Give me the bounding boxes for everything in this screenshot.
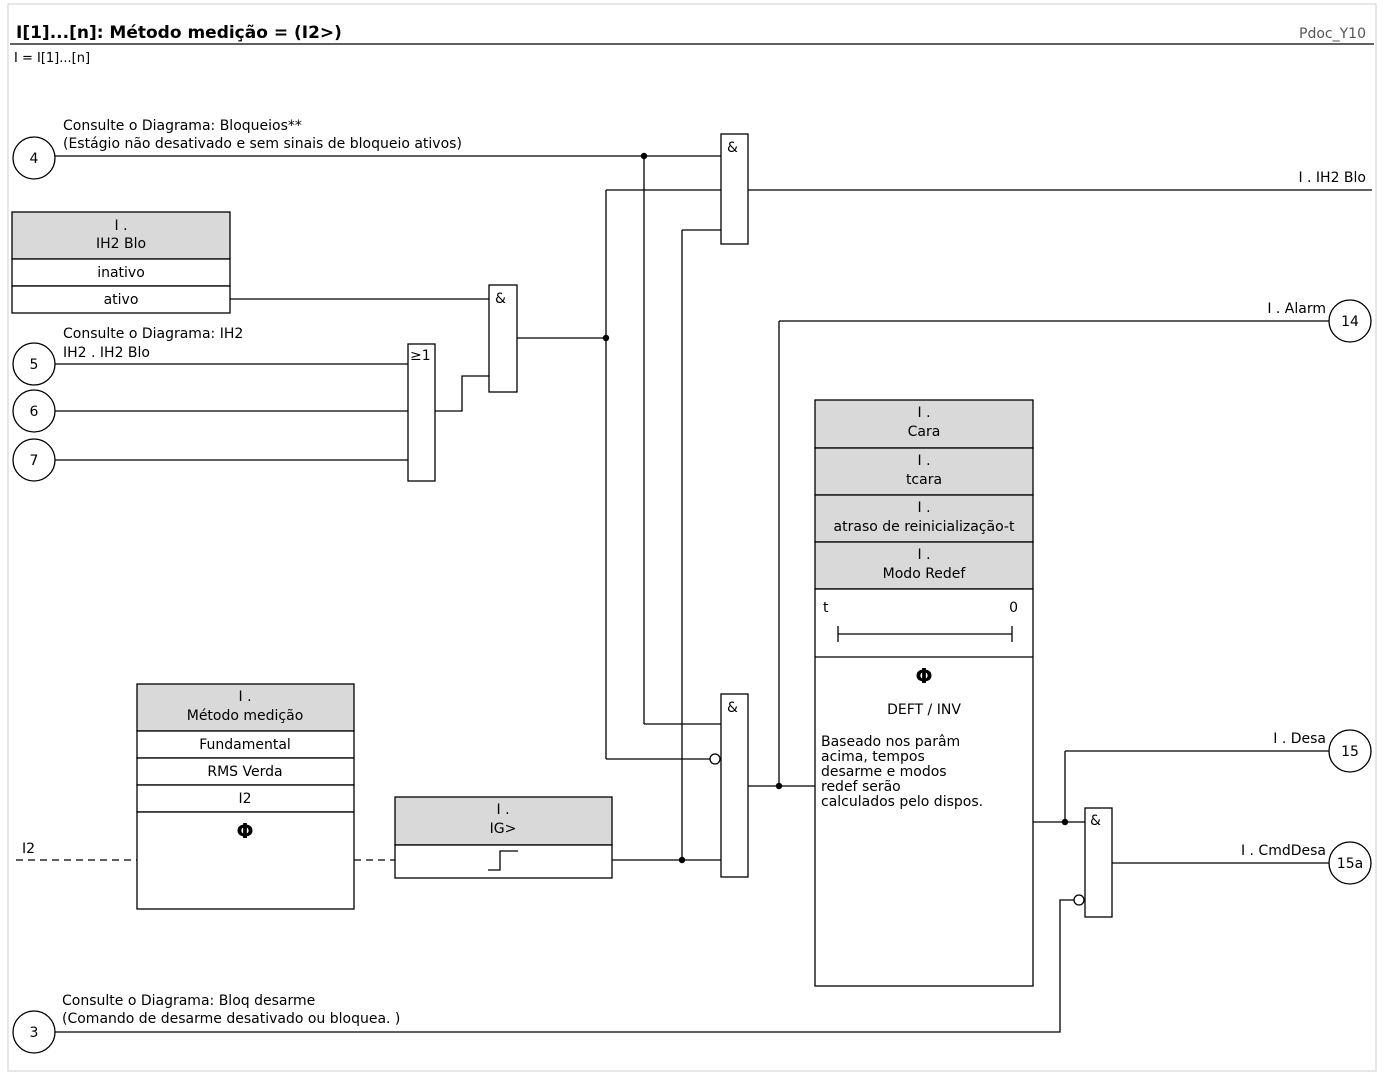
and-gate-middle: & (720, 693, 749, 878)
output-cmddesa-label: I . CmdDesa (1241, 843, 1326, 859)
ig-threshold-block: I . IG> (394, 796, 613, 879)
svg-text:acima, tempos: acima, tempos (821, 749, 925, 765)
trip-block-condition-label: (Comando de desarme desativado ou bloque… (62, 1011, 400, 1027)
svg-text:≥1: ≥1 (410, 348, 431, 364)
svg-text:Baseado nos parâm: Baseado nos parâm (821, 734, 960, 750)
junction-dots (602, 152, 1069, 864)
svg-text:5: 5 (30, 357, 39, 373)
svg-text:0: 0 (1009, 600, 1018, 616)
svg-text:7: 7 (30, 453, 39, 469)
page-frame (7, 3, 1377, 1072)
svg-text:IG>: IG> (490, 821, 517, 837)
svg-text:14: 14 (1341, 314, 1359, 330)
svg-text:&: & (1090, 813, 1101, 829)
svg-text:inativo: inativo (97, 265, 145, 281)
measurement-method-block: I . Método medição Fundamental RMS Verda… (136, 683, 355, 910)
or-gate: ≥1 (407, 343, 436, 482)
and-gate-top: & (720, 133, 749, 245)
svg-text:15: 15 (1341, 744, 1359, 760)
input-i2-label: I2 (22, 841, 35, 857)
svg-text:I .: I . (917, 453, 930, 469)
svg-text:I2: I2 (238, 791, 251, 807)
svg-text:IH2 Blo: IH2 Blo (96, 236, 146, 252)
svg-text:6: 6 (30, 404, 39, 420)
svg-text:Modo Redef: Modo Redef (883, 566, 967, 582)
ih2-reference-label: Consulte o Diagrama: IH2 (63, 326, 243, 342)
svg-text:tcara: tcara (906, 472, 942, 488)
connector-15a: 15a (1328, 841, 1372, 885)
connector-7: 7 (12, 438, 56, 482)
svg-text:Cara: Cara (908, 424, 941, 440)
svg-text:Método medição: Método medição (187, 708, 304, 724)
connector-15: 15 (1328, 729, 1372, 773)
connector-4: 4 (12, 136, 56, 180)
wiring: I . IH2 Blo I . Alarm I . Desa I (16, 155, 1372, 1033)
svg-text:I .: I . (917, 547, 930, 563)
svg-text:calculados pelo dispos.: calculados pelo dispos. (821, 794, 983, 810)
option-ativo (11, 285, 231, 314)
ih2-signal-label: IH2 . IH2 Blo (63, 345, 150, 361)
svg-text:atraso de reinicialização-t: atraso de reinicialização-t (834, 519, 1015, 535)
connector-5: 5 (12, 342, 56, 386)
svg-text:desarme e modos: desarme e modos (821, 764, 947, 780)
blocking-condition-label: (Estágio não desativado e sem sinais de … (63, 136, 462, 152)
page-subtitle: I = I[1]...[n] (14, 51, 90, 66)
blocking-reference-label: Consulte o Diagrama: Bloqueios** (63, 118, 302, 134)
output-ih2-blo-label: I . IH2 Blo (1298, 170, 1366, 186)
connector-6: 6 (12, 389, 56, 433)
connector-3: 3 (12, 1010, 56, 1054)
svg-text:I .: I . (114, 218, 127, 234)
and-gate-trip: & (1084, 807, 1113, 918)
timer-block: I . Cara I . tcara I . atraso de reinici… (814, 399, 1034, 987)
svg-text:&: & (495, 291, 506, 307)
svg-text:I .: I . (917, 500, 930, 516)
output-alarm-label: I . Alarm (1267, 301, 1326, 317)
trip-block-reference-label: Consulte o Diagrama: Bloq desarme (62, 993, 315, 1009)
svg-text:t: t (823, 600, 829, 616)
svg-text:&: & (727, 140, 738, 156)
svg-text:I .: I . (496, 802, 509, 818)
svg-text:DEFT / INV: DEFT / INV (887, 702, 961, 718)
svg-text:ativo: ativo (104, 292, 139, 308)
svg-text:Fundamental: Fundamental (199, 737, 291, 753)
svg-text:3: 3 (30, 1025, 39, 1041)
svg-text:4: 4 (30, 151, 39, 167)
svg-text:redef serão: redef serão (821, 779, 901, 795)
step-function-icon (488, 850, 518, 871)
svg-text:&: & (727, 700, 738, 716)
document-id: Pdoc_Y10 (1299, 26, 1366, 42)
page-title: I[1]...[n]: Método medição = (I2>) (16, 23, 342, 43)
output-desa-label: I . Desa (1273, 731, 1326, 747)
phi-symbol: Φ (236, 819, 253, 843)
phi-symbol: Φ (915, 664, 932, 688)
svg-text:15a: 15a (1337, 856, 1363, 872)
svg-text:I .: I . (917, 405, 930, 421)
svg-text:RMS Verda: RMS Verda (207, 764, 282, 780)
svg-text:I .: I . (238, 689, 251, 705)
ih2-block-setting: I . IH2 Blo inativo ativo (11, 211, 231, 314)
connector-14: 14 (1328, 299, 1372, 343)
and-gate-ih2: & (488, 284, 518, 393)
